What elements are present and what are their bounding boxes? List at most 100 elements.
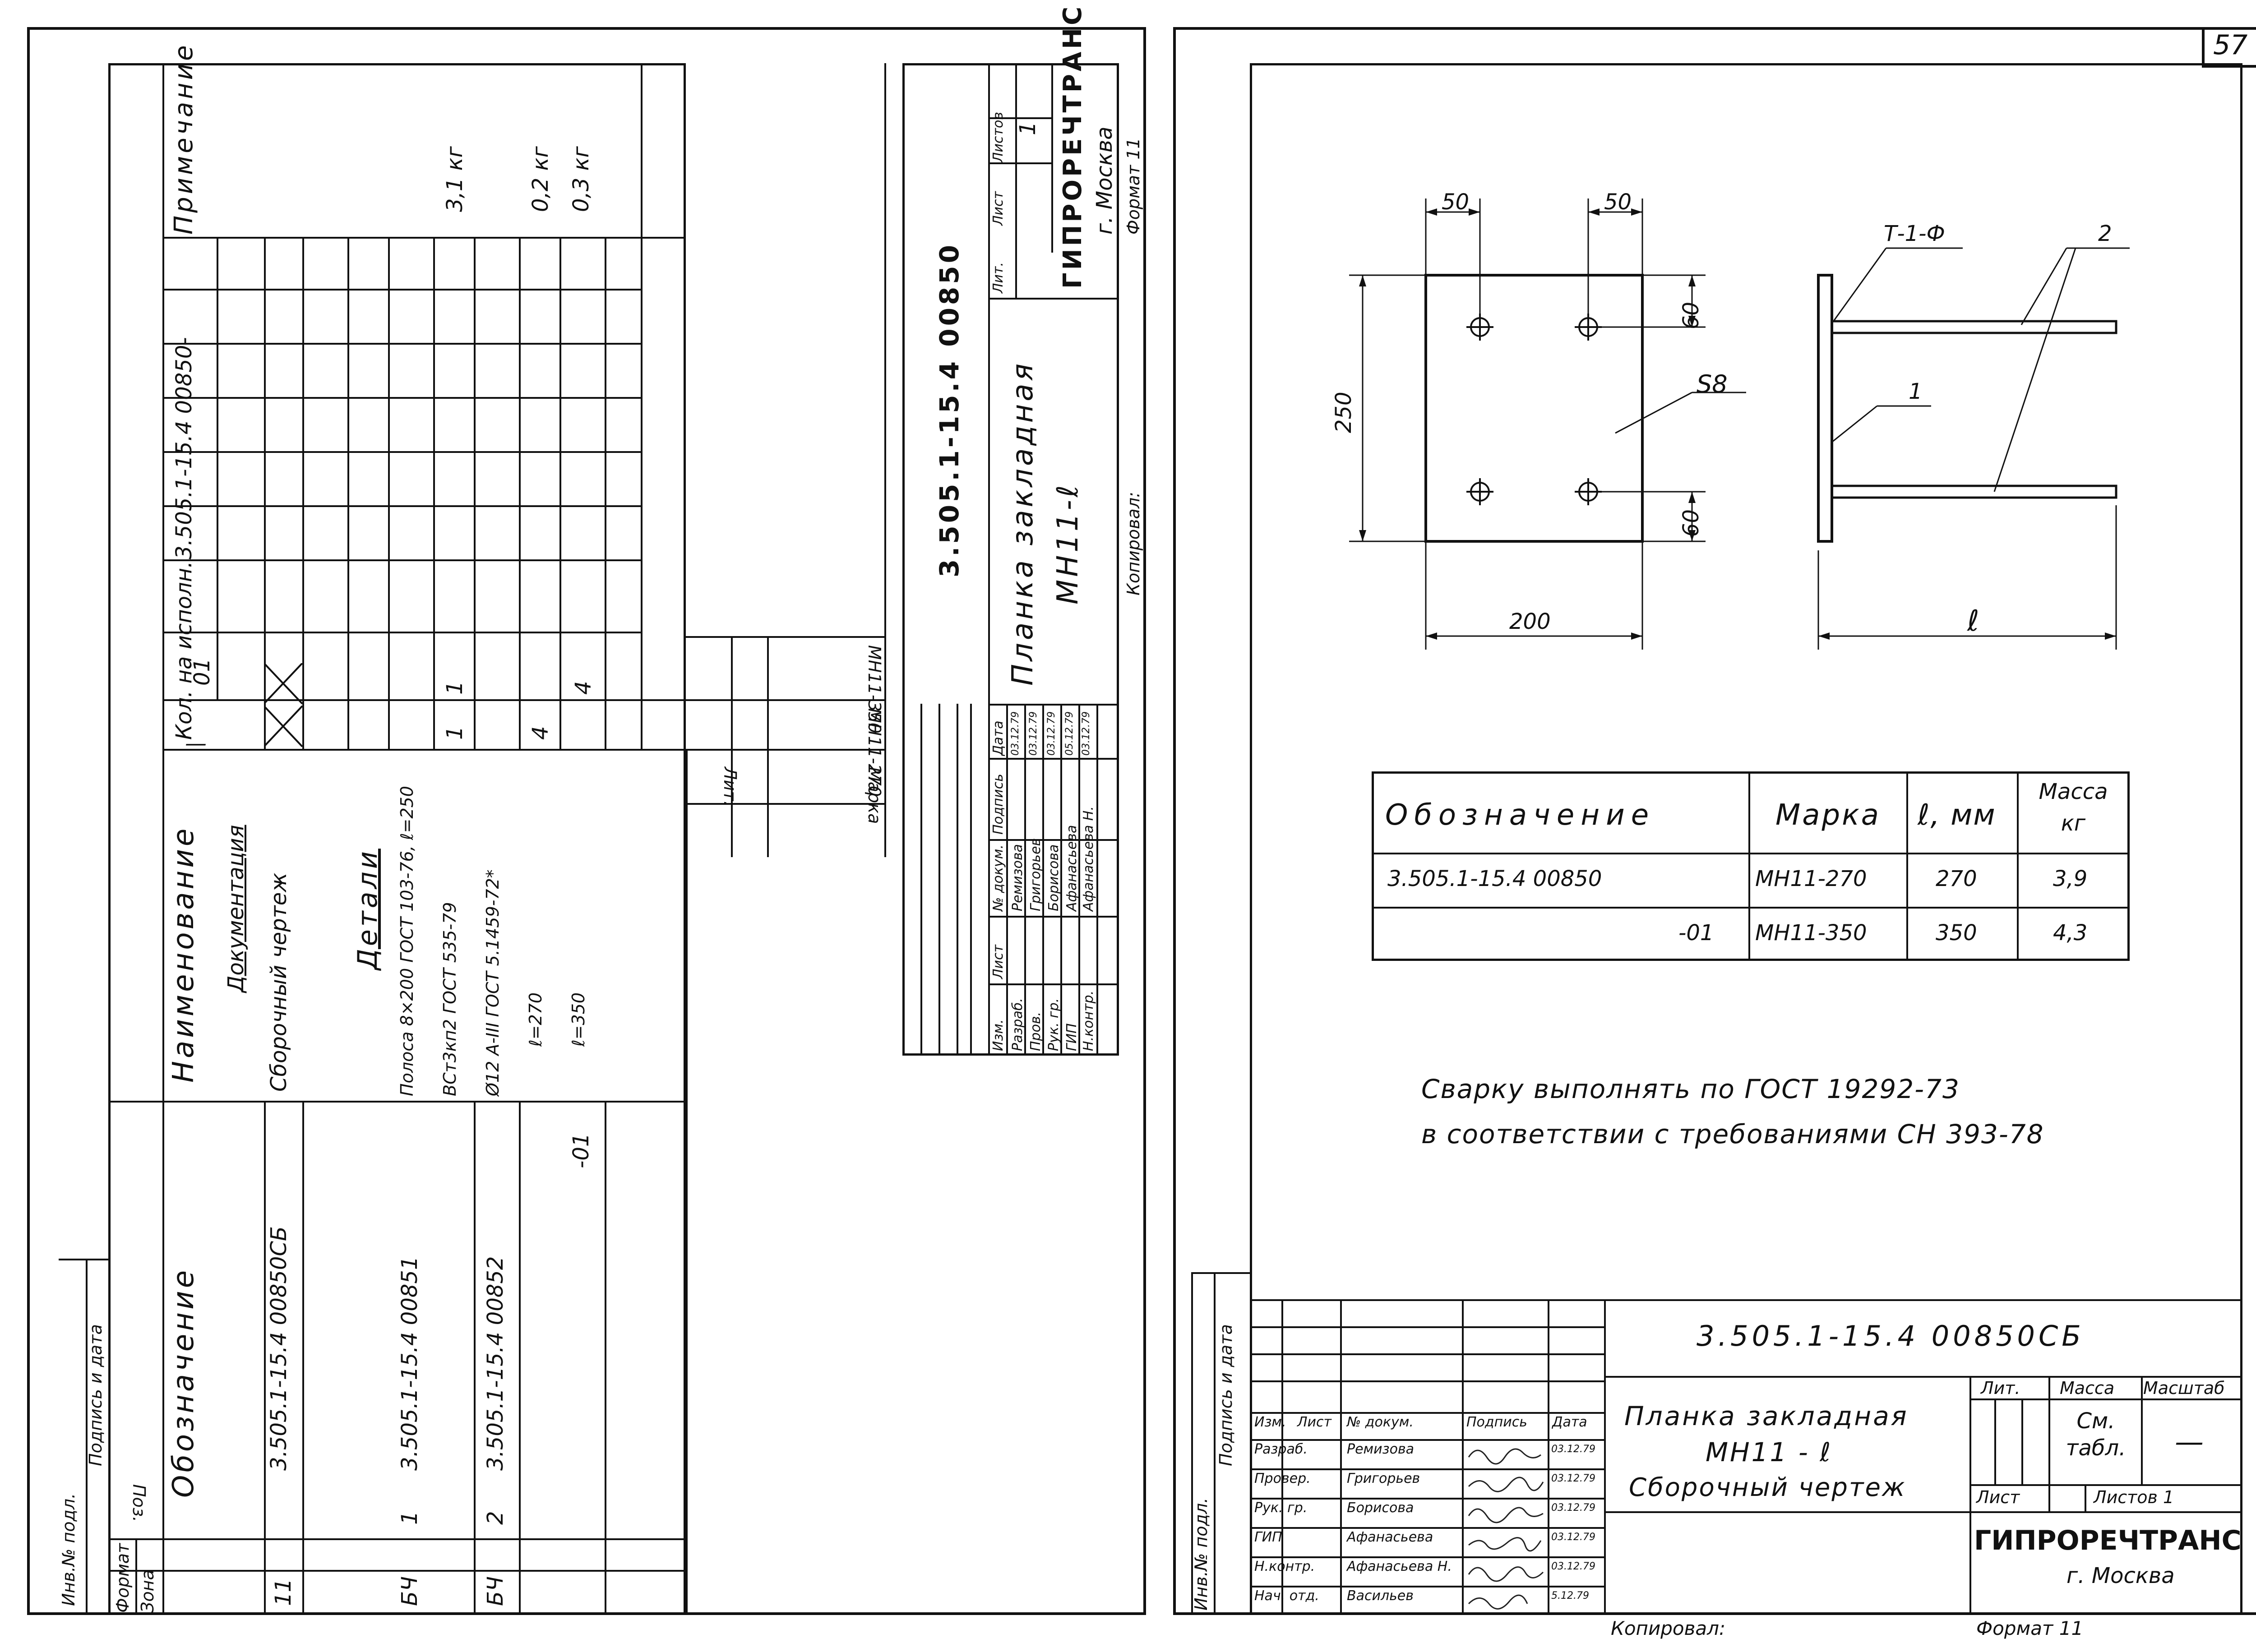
spec-rows-ext2 xyxy=(302,1101,304,1615)
rtb-doc: 3.505.1-15.4 00850СБ xyxy=(1697,1320,2085,1352)
rtb-sig-h3 xyxy=(1250,1380,1604,1382)
rtb-date-5: 03.12.79 xyxy=(1551,1561,1595,1572)
ltb-role-5: Н.контр. xyxy=(1081,990,1096,1051)
rtb-name1: Планка закладная xyxy=(1624,1401,1909,1431)
variants-h-oboz: Обозначение xyxy=(1385,798,1655,832)
spec-r1-q1: 1 xyxy=(442,726,467,740)
ltb-rows2 xyxy=(938,704,940,1056)
rtb-person-1: Ремизова xyxy=(1347,1441,1415,1457)
ltb-h2 xyxy=(988,704,1119,706)
spec-qty-grid-7 xyxy=(474,237,476,749)
rtb-name-bottom xyxy=(1604,1511,1969,1513)
spec-r1-oboz: 3.505.1-15.4 00851 xyxy=(397,1256,422,1471)
rtb-sig-h10 xyxy=(1250,1586,1604,1587)
rtb-person-3: Борисова xyxy=(1347,1500,1414,1516)
ltb-rows9 xyxy=(1096,704,1098,1056)
spec-r3-q2: 4 xyxy=(571,681,596,695)
rtb-sig-v2 xyxy=(1340,1299,1342,1615)
ltb-copied: Копировал: xyxy=(1123,492,1143,595)
rtb-massa: Масса xyxy=(2060,1378,2115,1398)
dim-50-left: 50 xyxy=(1442,189,1470,215)
rtb-v-meta xyxy=(1969,1376,1971,1615)
variants-v2 xyxy=(1906,771,1908,961)
spec-rows-ext5 xyxy=(605,1101,606,1615)
rtb-date-3: 03.12.79 xyxy=(1551,1502,1595,1514)
ltb-v2 xyxy=(1015,63,1017,298)
dim-50-right: 50 xyxy=(1604,189,1632,215)
hole-marks xyxy=(1466,314,1602,505)
ltb-v3 xyxy=(1051,63,1053,253)
rtb-format: Формат 11 xyxy=(1976,1617,2084,1639)
rtb-doc-bottom xyxy=(1604,1376,2242,1378)
spec-r2-note: 0,2 кг xyxy=(528,146,553,212)
spec-rows-ext xyxy=(264,1101,266,1615)
spec-header-dash: — xyxy=(185,731,207,756)
spec-header-doc: 3.505.1-15.4 00850- xyxy=(171,337,197,559)
spec-table-frame xyxy=(108,63,686,1615)
ltb-rows4 xyxy=(970,704,972,1056)
ltb-col-izm: Изм. xyxy=(990,1019,1006,1051)
spec-r2-format: БЧ xyxy=(483,1576,508,1606)
variants-h1 xyxy=(1372,853,2130,854)
ltb-person-1: Ремизова xyxy=(1010,844,1026,911)
ltb-v4 xyxy=(1078,704,1080,1056)
sheet-number-box xyxy=(2202,27,2256,68)
variants-r1-massa: 3,9 xyxy=(2053,866,2088,891)
ltb-date-3: 03.12.79 xyxy=(1046,711,1057,756)
right-margin-line-2 xyxy=(1191,1272,1193,1615)
spec-col-sep-naim xyxy=(108,1101,686,1103)
rtb-meta-h3 xyxy=(1969,1511,2242,1513)
rtb-name3: Сборочный чертеж xyxy=(1629,1473,1906,1502)
rtb-meta-v3 xyxy=(1994,1398,1996,1484)
spec-r1-format: БЧ xyxy=(397,1576,422,1606)
variants-r1-oboz: 3.505.1-15.4 00850 xyxy=(1387,866,1602,891)
variants-h-l: ℓ, мм xyxy=(1918,798,1996,832)
right-margin-line xyxy=(1214,1272,1216,1615)
rtb-meta-h1 xyxy=(1969,1398,2242,1400)
spec-qty-grid-11 xyxy=(641,63,643,749)
spec-qty-grid-1 xyxy=(217,237,218,699)
variants-r1-marka: МН11-270 xyxy=(1755,866,1867,891)
rtb-sig-h8 xyxy=(1250,1527,1604,1529)
right-side-label-inv: Инв.№ подл. xyxy=(1191,1497,1211,1610)
ltb-h1 xyxy=(988,298,1119,300)
ltb-rows6 xyxy=(1024,704,1026,1056)
rtb-sig-h2 xyxy=(1250,1353,1604,1355)
spec-r1-name2: ВСт3кп2 ГОСТ 535-79 xyxy=(440,902,460,1096)
spec-header-oboz: Обозначение xyxy=(167,1267,200,1498)
rtb-copied: Копировал: xyxy=(1611,1617,1726,1639)
right-side-label-sign: Подпись и дата xyxy=(1216,1324,1236,1466)
rtb-col-doc: № докум. xyxy=(1347,1414,1414,1430)
spec-section-documentation: Документация xyxy=(223,825,249,992)
ltb-doc: 3.505.1-15.4 00850 xyxy=(934,242,965,577)
spec-r1-q2: 1 xyxy=(442,681,467,695)
spec-col-sep-kol xyxy=(162,699,686,701)
spec-r2-poz: 2 xyxy=(483,1511,508,1525)
ltb-h5 xyxy=(988,916,1119,918)
rtb-city: г. Москва xyxy=(2066,1563,2175,1588)
spec-r3-note: 0,3 кг xyxy=(569,146,594,212)
spec-kol-row-1 xyxy=(162,289,641,291)
marks-mid xyxy=(686,699,884,701)
rtb-masshtab-val: — xyxy=(2175,1426,2206,1459)
signatures xyxy=(1468,1448,1544,1610)
spec-qty-grid-3 xyxy=(302,237,304,749)
spec-header-kol: Кол. на исполн. xyxy=(171,561,197,740)
spec-header-name: Наименование xyxy=(167,826,200,1083)
marks-v2 xyxy=(767,636,769,857)
spec-qty-grid-4 xyxy=(347,237,349,749)
spec-qty-grid-8 xyxy=(519,237,521,749)
spec-qty-grid-9 xyxy=(559,237,561,749)
dim-60-bottom: 60 xyxy=(1678,509,1704,537)
spec-col-sep-oboz xyxy=(108,1538,686,1540)
spec-qty-grid-10 xyxy=(605,237,606,749)
label-s8: S8 xyxy=(1697,370,1728,398)
spec-qty-grid-5 xyxy=(388,237,390,749)
dim-250: 250 xyxy=(1331,392,1356,433)
marks-top xyxy=(686,636,884,638)
rtb-role-2: Провер. xyxy=(1254,1471,1311,1486)
spec-col-sep-prim xyxy=(162,237,686,239)
variants-h-marka: Марка xyxy=(1775,798,1881,832)
spec-kol-row-6 xyxy=(162,559,641,561)
variants-r2-massa: 4,3 xyxy=(2053,920,2088,946)
